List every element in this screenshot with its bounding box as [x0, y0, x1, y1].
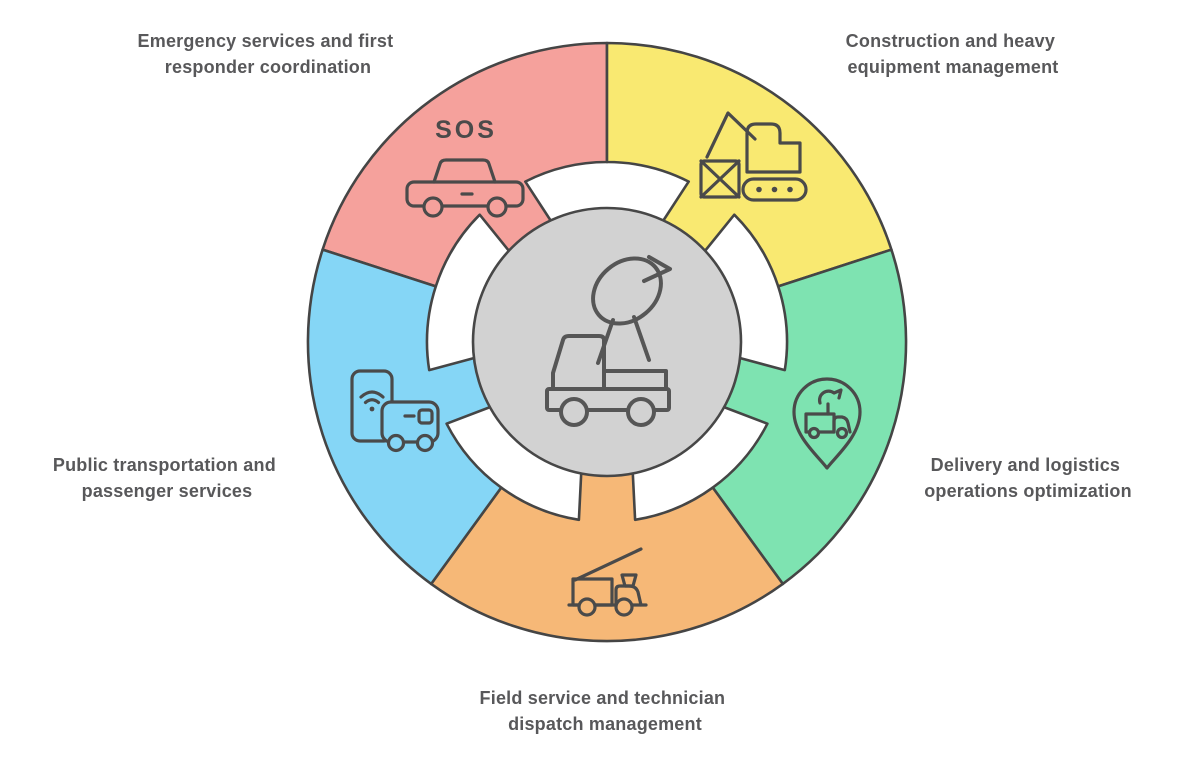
label-delivery: Delivery and logistics operations optimi…	[924, 455, 1132, 501]
bus-wheel-right	[415, 433, 435, 453]
car-wheel-left	[422, 196, 444, 218]
truck-cab	[551, 334, 606, 391]
track-dot	[771, 186, 778, 193]
label-line: dispatch management	[508, 714, 702, 734]
service-boom	[573, 547, 643, 582]
label-line: Delivery and logistics	[931, 455, 1120, 475]
service-cab	[614, 584, 643, 607]
truck-bed	[602, 369, 668, 391]
label-line: operations optimization	[924, 481, 1132, 501]
truck-wheel-right	[626, 397, 656, 427]
wifi-dot	[369, 406, 375, 412]
crane-load-box	[699, 159, 741, 199]
sos-label: SOS	[435, 116, 497, 144]
label-construction: Construction and heavy equipment managem…	[846, 31, 1061, 77]
bus-body	[380, 400, 440, 444]
car-roof	[432, 158, 497, 184]
location-pin	[792, 377, 862, 470]
label-line: equipment management	[847, 57, 1058, 77]
crane-service-truck-icon	[567, 547, 648, 617]
wifi-arcs	[359, 390, 385, 405]
excavator-tracks	[741, 177, 808, 202]
mini-truck-cab	[832, 415, 852, 434]
label-line: passenger services	[82, 481, 253, 501]
service-wheel-right	[614, 597, 634, 617]
mini-truck-wheel-left	[807, 426, 821, 440]
bus-wheel-left	[386, 433, 406, 453]
sos-car-icon: SOS	[405, 116, 525, 218]
satellite-dish-feed	[642, 255, 672, 283]
truck-wheel-left	[559, 397, 589, 427]
label-field-service: Field service and technician dispatch ma…	[480, 688, 731, 734]
track-dot	[787, 186, 793, 193]
label-line: Construction and heavy	[846, 31, 1055, 51]
label-line: Public transportation and	[53, 455, 276, 475]
label-public-transport: Public transportation and passenger serv…	[53, 455, 281, 501]
mobile-phone-bus-icon	[350, 369, 440, 453]
bus-window	[417, 408, 434, 425]
label-line: Emergency services and first	[138, 31, 394, 51]
label-line: Field service and technician	[480, 688, 726, 708]
mini-truck-wheel-right	[835, 426, 849, 440]
car-body	[405, 180, 525, 208]
track-dot	[756, 186, 762, 193]
label-line: responder coordination	[165, 57, 371, 77]
excavator-cab	[745, 122, 802, 174]
label-emergency: Emergency services and first responder c…	[138, 31, 399, 77]
crane-load-cross	[699, 159, 741, 199]
satellite-dish-truck-icon	[545, 255, 672, 427]
crane-excavator-icon	[699, 111, 808, 202]
car-wheel-right	[486, 196, 508, 218]
location-pin-delivery-truck-icon	[792, 377, 862, 470]
mini-dish	[817, 388, 843, 416]
satellite-dish-bowl	[591, 256, 663, 326]
service-wheel-left	[577, 597, 597, 617]
